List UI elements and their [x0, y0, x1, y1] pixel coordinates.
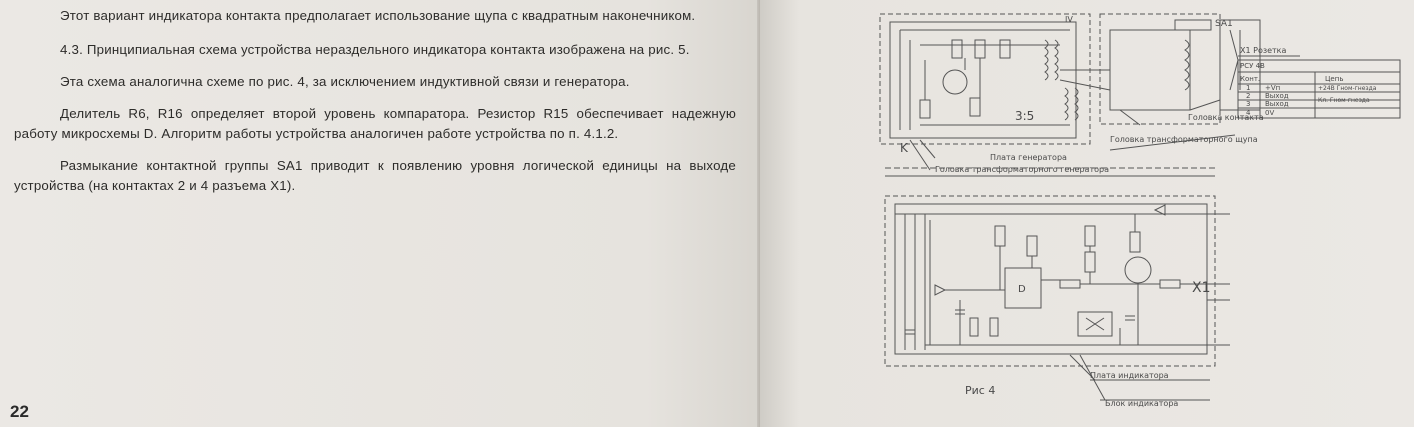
- contact-head-frame: [1219, 19, 1261, 111]
- chip-d: [1004, 267, 1042, 309]
- label-probe-head: Головка трансформаторного щупа: [1110, 135, 1258, 144]
- figure-caption: Рис 4: [965, 384, 995, 397]
- resistor-r5: [919, 99, 931, 119]
- table-row-1-circuit: +Vп: [1265, 84, 1280, 92]
- paragraph-5: Размыкание контактной группы SA1 приводи…: [14, 158, 736, 193]
- table-row-3-circuit: Выход: [1265, 100, 1289, 108]
- resistor-r3: [999, 39, 1011, 59]
- table-note-1: +24В Гном-гнезда: [1318, 85, 1377, 92]
- table-note-2: Кл. Гном-гнезда: [1318, 97, 1370, 104]
- probe-coil-frame: [1109, 29, 1191, 111]
- transistor-symbol: [942, 69, 968, 95]
- paragraph-3: Эта схема аналогична схеме по рис. 4, за…: [60, 74, 630, 89]
- label-generator-board: Плата генератора: [990, 153, 1067, 162]
- resistor-r11: [1159, 279, 1181, 289]
- label-roman-iv: IV: [1065, 15, 1073, 24]
- table-row-2-circuit: Выход: [1265, 92, 1289, 100]
- table-row-1-n: 1: [1246, 84, 1250, 92]
- resistor-r12: [969, 317, 979, 337]
- indicator-inner-frame: [894, 203, 1208, 355]
- led-indicator: [1077, 311, 1113, 337]
- label-indicator-body: Блок индикатора: [1105, 399, 1178, 408]
- table-row-3-n: 3: [1246, 100, 1250, 108]
- page-number: 22: [10, 402, 29, 421]
- left-page: Этот вариант индикатора контакта предпол…: [0, 0, 760, 427]
- coil-l3: [1064, 87, 1069, 121]
- resistor-r2: [974, 39, 986, 59]
- diode-vd1: [934, 284, 947, 296]
- coil-l4: [1074, 87, 1079, 121]
- resistor-r1: [951, 39, 963, 59]
- indicator-board-outline: [884, 195, 1216, 367]
- generator-board-outline: [879, 13, 1091, 145]
- table-header-contact: Конт.: [1240, 75, 1260, 83]
- label-sa1: SA1: [1215, 19, 1233, 29]
- table-row-4-circuit: 0V: [1265, 109, 1274, 117]
- table-row-2-n: 2: [1246, 92, 1250, 100]
- probe-block-outline: [1099, 13, 1221, 125]
- diode-vd3: [1153, 204, 1166, 216]
- body-text: Этот вариант индикатора контакта предпол…: [14, 6, 736, 208]
- connector-table: [1237, 59, 1401, 119]
- table-row-4-n: 4: [1246, 109, 1251, 117]
- coil-l2: [1054, 39, 1059, 81]
- resistor-r13: [989, 317, 999, 337]
- paragraph-2: 4.3. Принципиальная схема устройства нер…: [60, 42, 690, 57]
- resistor-r6: [994, 225, 1006, 247]
- transistor-vt2: [1124, 256, 1152, 284]
- sa1-switch: [1229, 29, 1239, 91]
- label-contact-head: Головка контакта: [1188, 113, 1264, 122]
- table-header-circuit: Цепь: [1325, 75, 1343, 83]
- resistor-r10: [1059, 279, 1081, 289]
- circuit-schematic: Плата генератора Головка трансформаторно…: [879, 13, 1401, 408]
- resistor-r14: [1129, 231, 1141, 253]
- label-chip-d: D: [1018, 284, 1026, 295]
- resistor-r9: [1084, 251, 1096, 273]
- paragraph-1: Этот вариант индикатора контакта предпол…: [60, 8, 696, 23]
- label-transformer-generator: Головка трансформаторного генератора: [935, 165, 1109, 174]
- resistor-r4: [969, 97, 981, 117]
- label-k: K: [900, 141, 909, 155]
- generator-inner-frame: [889, 21, 1077, 139]
- probe-coil: [1184, 39, 1190, 91]
- label-indicator-board: Плата индикатора: [1090, 371, 1169, 380]
- coil-l1: [1044, 39, 1049, 81]
- paragraph-4: Делитель R6, R16 определяет второй урове…: [14, 106, 736, 141]
- table-subtitle: РСУ 4В: [1240, 62, 1265, 70]
- table-title: X1 Розетка: [1240, 46, 1287, 55]
- label-x1: X1: [1192, 280, 1211, 296]
- resistor-sa-top: [1174, 19, 1212, 31]
- resistor-r8: [1084, 225, 1096, 247]
- resistor-r7: [1026, 235, 1038, 257]
- label-ratio: 3:5: [1015, 109, 1034, 123]
